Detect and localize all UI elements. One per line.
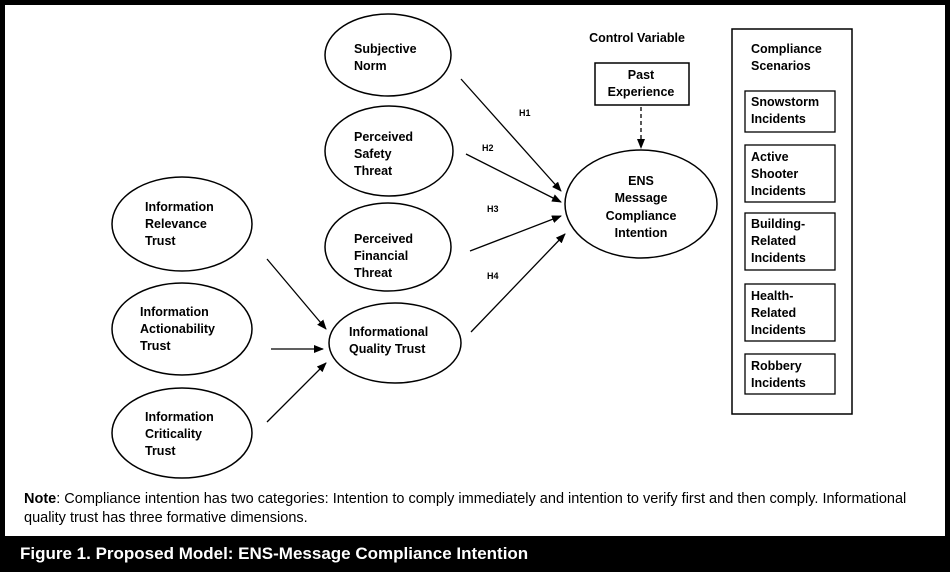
scenario-health-related-line-3: Incidents <box>751 323 806 337</box>
node-ens-line-4: Intention <box>615 226 668 240</box>
node-past-experience-line-1: Past <box>628 68 655 82</box>
node-information-relevance-trust-line-2: Relevance <box>145 217 207 231</box>
node-subjective-norm: Subjective Norm <box>324 13 452 97</box>
node-information-actionability-trust-line-1: Information <box>140 305 209 319</box>
node-ens-line-3: Compliance <box>606 209 677 223</box>
research-model-diagram: Subjective Norm Perceived Safety Threat … <box>111 13 853 479</box>
scenario-health-related: Health- Related Incidents <box>744 283 836 342</box>
note-label: Note <box>24 491 57 507</box>
hypothesis-h4: H4 <box>487 271 499 281</box>
node-informational-quality-trust-line-2: Quality Trust <box>349 342 426 356</box>
arrow-h1 <box>460 78 562 192</box>
node-ens-line-1: ENS <box>628 174 654 188</box>
arrow-h2 <box>465 153 562 203</box>
scenario-active-shooter-line-3: Incidents <box>751 184 806 198</box>
scenario-building-related-line-2: Related <box>751 234 796 248</box>
arrow-criticality-to-quality <box>266 362 327 423</box>
node-information-criticality-trust-line-3: Trust <box>145 444 176 458</box>
node-information-criticality-trust-line-2: Criticality <box>145 427 202 441</box>
scenario-robbery-line-2: Incidents <box>751 376 806 390</box>
scenario-robbery: Robbery Incidents <box>744 353 836 395</box>
scenario-active-shooter-line-1: Active <box>751 150 789 164</box>
compliance-scenarios-title-line-2: Scenarios <box>751 59 811 73</box>
node-information-relevance-trust: Information Relevance Trust <box>111 176 253 272</box>
compliance-scenarios-title-line-1: Compliance <box>751 42 822 56</box>
node-informational-quality-trust-line-1: Informational <box>349 325 428 339</box>
scenario-robbery-line-1: Robbery <box>751 359 802 373</box>
hypothesis-h1: H1 <box>519 108 531 118</box>
node-perceived-safety-threat: Perceived Safety Threat <box>324 105 454 197</box>
node-information-relevance-trust-line-1: Information <box>145 200 214 214</box>
node-perceived-safety-threat-line-1: Perceived <box>354 130 413 144</box>
arrow-h3 <box>469 215 562 252</box>
control-variable-label: Control Variable <box>589 31 685 45</box>
scenario-building-related-line-1: Building- <box>751 217 805 231</box>
node-information-criticality-trust-line-1: Information <box>145 410 214 424</box>
scenario-building-related-line-3: Incidents <box>751 251 806 265</box>
node-perceived-financial-threat-line-3: Threat <box>354 266 393 280</box>
scenario-health-related-line-2: Related <box>751 306 796 320</box>
node-information-relevance-trust-line-3: Trust <box>145 234 176 248</box>
node-subjective-norm-line-2: Norm <box>354 59 387 73</box>
node-ens-message-compliance-intention: ENS Message Compliance Intention <box>564 149 718 259</box>
scenario-building-related: Building- Related Incidents <box>744 212 836 271</box>
node-perceived-safety-threat-line-2: Safety <box>354 147 392 161</box>
hypothesis-h3: H3 <box>487 204 499 214</box>
figure-caption: Figure 1. Proposed Model: ENS-Message Co… <box>5 536 945 572</box>
node-past-experience-line-2: Experience <box>608 85 675 99</box>
scenario-snowstorm-line-1: Snowstorm <box>751 95 819 109</box>
scenario-active-shooter: Active Shooter Incidents <box>744 144 836 203</box>
figure-note: Note: Compliance intention has two categ… <box>24 490 929 528</box>
node-subjective-norm-line-1: Subjective <box>354 42 417 56</box>
node-information-actionability-trust-line-2: Actionability <box>140 322 215 336</box>
scenario-snowstorm-line-2: Incidents <box>751 112 806 126</box>
node-ens-line-2: Message <box>615 191 668 205</box>
node-perceived-safety-threat-line-3: Threat <box>354 164 393 178</box>
scenario-active-shooter-line-2: Shooter <box>751 167 798 181</box>
node-perceived-financial-threat: Perceived Financial Threat <box>324 202 452 292</box>
node-past-experience: Past Experience <box>594 62 690 106</box>
scenario-snowstorm: Snowstorm Incidents <box>744 90 836 133</box>
arrow-h4 <box>470 233 566 333</box>
node-information-actionability-trust-line-3: Trust <box>140 339 171 353</box>
hypothesis-h2: H2 <box>482 143 494 153</box>
node-perceived-financial-threat-line-1: Perceived <box>354 232 413 246</box>
scenario-health-related-line-1: Health- <box>751 289 793 303</box>
note-text: : Compliance intention has two categorie… <box>24 491 907 526</box>
compliance-scenarios-panel: Compliance Scenarios Snowstorm Incidents… <box>731 28 853 415</box>
node-informational-quality-trust: Informational Quality Trust <box>328 302 462 384</box>
node-information-criticality-trust: Information Criticality Trust <box>111 387 253 479</box>
arrow-relevance-to-quality <box>266 258 327 330</box>
node-information-actionability-trust: Information Actionability Trust <box>111 282 253 376</box>
node-perceived-financial-threat-line-2: Financial <box>354 249 408 263</box>
